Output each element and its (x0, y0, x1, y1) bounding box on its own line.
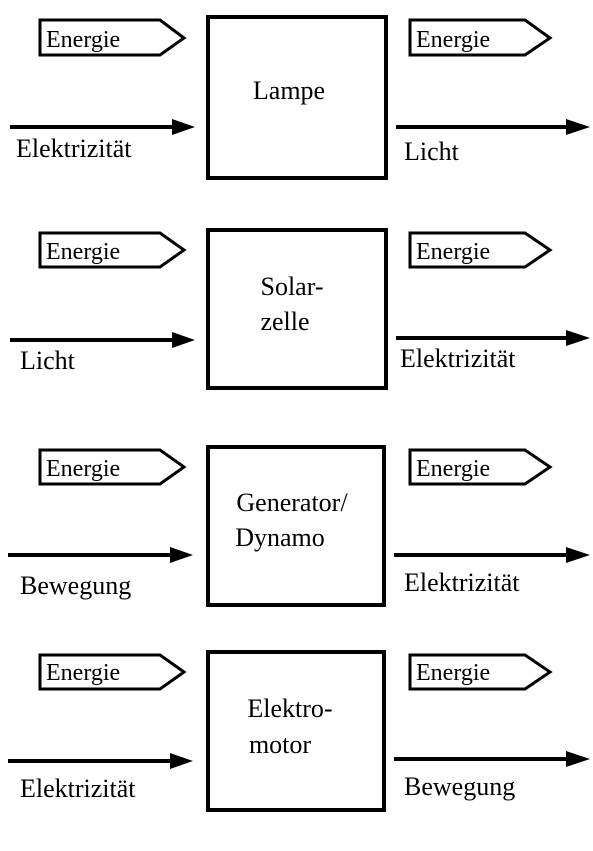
output-label: Licht (404, 137, 460, 166)
output-arrowhead (566, 751, 590, 767)
device-box (206, 15, 388, 180)
input-label: Licht (20, 346, 76, 375)
energy-tag-out-shape (408, 18, 553, 57)
energy-tag-out-shape (408, 448, 553, 486)
output-label: Elektrizität (400, 344, 516, 373)
energy-tag-in-shape (38, 653, 187, 691)
energy-tag-in-label: Energie (46, 239, 120, 265)
device-label-line2: motor (249, 730, 311, 759)
row-lampe: Energie Energie Lampe Elektrizität Licht (10, 15, 590, 180)
input-arrowhead (172, 119, 195, 135)
device-box (206, 650, 386, 812)
device-box (206, 445, 386, 607)
energy-tag-in-label: Energie (46, 660, 120, 686)
input-label: Bewegung (20, 571, 131, 600)
output-arrowhead (566, 119, 590, 135)
energy-tag-out-shape (408, 653, 553, 691)
energy-tag-out-label: Energie (416, 27, 490, 53)
device-label-line1: Solar- (260, 272, 323, 301)
input-arrowhead (170, 547, 193, 563)
energy-tag-in-shape (38, 231, 187, 269)
device-label-line2: Dynamo (235, 523, 325, 552)
output-arrowhead (566, 547, 590, 563)
device-label-line1: Lampe (253, 76, 325, 105)
row-elektromotor: Energie Energie Elektro- motor Elektrizi… (8, 650, 590, 812)
energy-tag-out-label: Energie (416, 660, 490, 686)
input-arrowhead (170, 753, 193, 769)
device-label-line1: Elektro- (247, 694, 332, 723)
energy-tag-in-label: Energie (46, 27, 120, 53)
output-label: Bewegung (404, 772, 515, 801)
energy-tag-out-shape (408, 231, 553, 269)
energy-tag-out-label: Energie (416, 239, 490, 265)
energy-tag-in-shape (38, 448, 187, 486)
device-label-line1: Generator/ (236, 488, 348, 517)
output-arrowhead (566, 330, 590, 346)
energy-tag-in-label: Energie (46, 456, 120, 482)
output-label: Elektrizität (404, 568, 520, 597)
energy-tag-in-shape (38, 18, 187, 57)
row-generator: Energie Energie Generator/ Dynamo Bewegu… (8, 445, 590, 607)
row-solarzelle: Energie Energie Solar- zelle Licht Elekt… (10, 228, 590, 390)
input-arrowhead (172, 332, 195, 348)
device-box (206, 228, 388, 390)
input-label: Elektrizität (20, 774, 136, 803)
input-label: Elektrizität (16, 134, 132, 163)
device-label-line2: zelle (260, 307, 309, 336)
energy-tag-out-label: Energie (416, 456, 490, 482)
